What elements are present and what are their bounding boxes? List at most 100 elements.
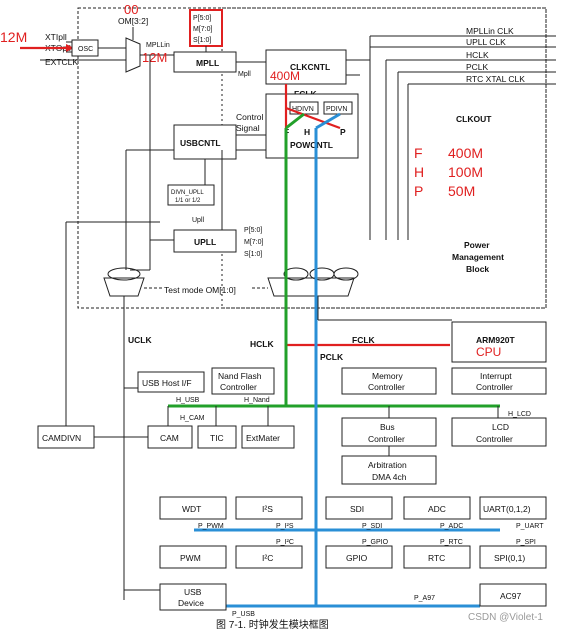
cpu-annotation: CPU (476, 345, 501, 359)
arbitration-dma-box (341, 455, 437, 485)
out-hclk: HCLK (466, 50, 489, 60)
hdivn-label: HDIVN (292, 106, 314, 113)
extclk-label: EXTCLK (45, 57, 78, 67)
mpll-12m-annotation: 12M (142, 50, 167, 65)
upll-m-setting: M[7:0] (244, 239, 264, 246)
out-rtc-xtal-clk: RTC XTAL CLK (466, 74, 525, 84)
clkcntl-box (265, 49, 347, 85)
rtc-label: RTC (428, 553, 445, 563)
clkout-label: CLKOUT (456, 114, 492, 124)
p-spi-label: P_SPI (516, 539, 536, 546)
uart-box (479, 496, 547, 520)
clock-generator-boundary (77, 7, 547, 309)
pwm-box (159, 545, 227, 569)
usb-device-label-2: Device (178, 598, 204, 608)
nand-flash-box (211, 367, 275, 395)
power-management-boundary (221, 7, 547, 309)
clkcntl-label: CLKCNTL (290, 62, 330, 72)
pmb-label-2: Management (452, 252, 504, 262)
test-mode-mux-right (267, 277, 355, 297)
uart-label: UART(0,1,2) (483, 504, 531, 514)
input-arrowhead (66, 44, 74, 52)
om-00-annotation: 00 (124, 2, 138, 17)
i2s-box (235, 496, 303, 520)
uclk-label: UCLK (128, 335, 152, 345)
om32-label: OM[3:2] (118, 16, 148, 26)
rtc-box (403, 545, 471, 569)
h-cam-label: H_CAM (180, 415, 205, 422)
memory-label-1: Memory (372, 371, 403, 381)
pdivn-label: PDIVN (326, 106, 347, 113)
p-sdi-label: P_SDI (362, 523, 382, 530)
out-mpllin-clk: MPLLin CLK (466, 26, 514, 36)
ac97-label: AC97 (500, 591, 522, 601)
sdi-label: SDI (350, 504, 364, 514)
xtipll-label: XTIpll (45, 32, 67, 42)
interrupt-label-1: Interrupt (480, 371, 512, 381)
wdt-label: WDT (182, 504, 201, 514)
upll-label: UPLL (194, 237, 216, 247)
watermark: CSDN @Violet-1 (468, 612, 543, 623)
h-lcd-label: H_LCD (508, 411, 531, 418)
upll-in-label: Upll (192, 217, 205, 224)
lcd-label-2: Controller (476, 434, 513, 444)
usb-device-label-1: USB (184, 587, 202, 597)
p-adc-label: P_ADC (440, 523, 463, 530)
interrupt-label-2: Controller (476, 382, 513, 392)
lcd-controller-box (451, 417, 547, 447)
hclk-label: HCLK (250, 339, 274, 349)
upll-box (173, 229, 237, 253)
signal-label: Signal (236, 123, 260, 133)
pclk-label: PCLK (320, 352, 344, 362)
m-setting-label: M[7:0] (193, 26, 213, 33)
mpllin-label: MPLLin (146, 42, 170, 49)
arm920t-box (451, 321, 547, 363)
pmb-label-3: Block (466, 264, 489, 274)
out-pclk: PCLK (466, 62, 489, 72)
pwm-label: PWM (180, 553, 201, 563)
h-annotation: H (414, 164, 424, 180)
bus-controller-box (341, 417, 437, 447)
upll-p-setting: P[5:0] (244, 227, 262, 234)
bus-label-1: Bus (380, 422, 395, 432)
f-annotation: F (414, 145, 423, 161)
arb-label-1: Arbitration (368, 460, 407, 470)
arm920t-label: ARM920T (476, 335, 516, 345)
p-usb-label: P_USB (232, 611, 255, 618)
usb-device-box (159, 583, 227, 611)
i2c-box (235, 545, 303, 569)
mpll-out-label: Mpll (238, 71, 251, 78)
fhp-labels-h: H (304, 127, 310, 137)
input-12m-annotation: 12M (0, 29, 27, 45)
gpio-box (325, 545, 393, 569)
extmater-label: ExtMater (246, 433, 280, 443)
pmb-label-1: Power (464, 240, 490, 250)
divn-upll-label: DIVN_UPLL (171, 190, 204, 196)
p-annotation: P (414, 183, 423, 199)
out-upll-clk: UPLL CLK (466, 37, 506, 47)
usbcntl-label: USBCNTL (180, 138, 221, 148)
pclk-cross-path (285, 106, 341, 130)
upll-s-setting: S[1:0] (244, 251, 262, 258)
cam-label: CAM (160, 433, 179, 443)
nand-flash-label-2: Controller (220, 382, 257, 392)
h-usb-label: H_USB (176, 397, 200, 404)
p-pwm-label: P_PWM (198, 523, 224, 530)
s-setting-label: S[1:0] (193, 37, 211, 44)
nand-flash-label-1: Nand Flash (218, 371, 262, 381)
i2s-label: I²S (262, 504, 273, 514)
fclk-400m-annotation: 400M (270, 69, 300, 83)
figure-caption: 图 7-1. 时钟发生模块框图 (216, 618, 329, 631)
wdt-box (159, 496, 227, 520)
h-value-annotation: 100M (448, 164, 483, 180)
lcd-label-1: LCD (492, 422, 509, 432)
interrupt-controller-box (451, 367, 547, 395)
bus-label-2: Controller (368, 434, 405, 444)
f-value-annotation: 400M (448, 145, 483, 161)
fhp-labels-p: P (340, 127, 346, 137)
p-a97-label: P_A97 (414, 595, 435, 602)
p-gpio-label: P_GPIO (362, 539, 389, 546)
cam-box (147, 425, 193, 449)
tic-label: TIC (210, 433, 224, 443)
input-mux (125, 37, 141, 73)
